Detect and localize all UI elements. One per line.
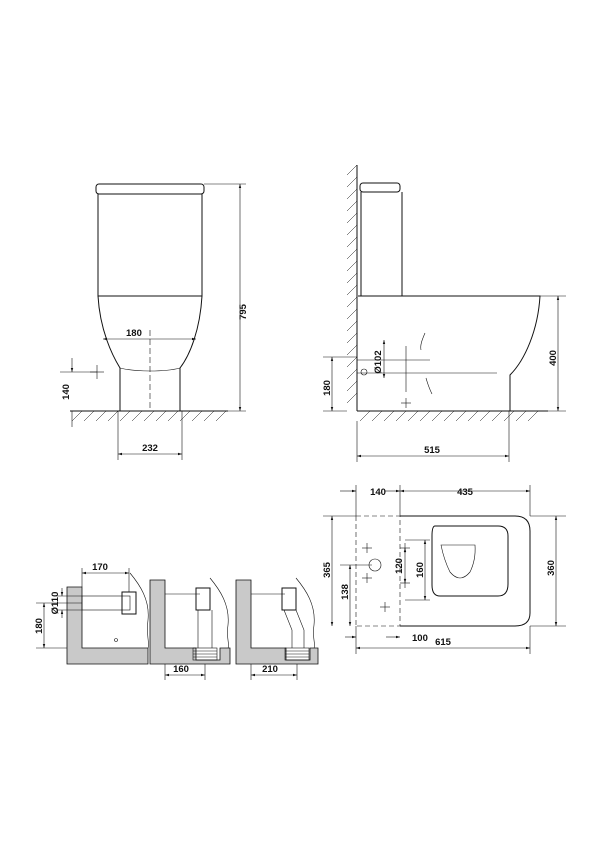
dim-top-160: 160	[415, 562, 426, 578]
dim-install-210: 210	[262, 664, 278, 675]
install-view-horizontal	[36, 568, 149, 665]
dim-side-pipe-diameter: Ø102	[373, 350, 384, 373]
dim-install-pipe-diameter: Ø110	[50, 592, 61, 615]
dim-front-232: 232	[142, 443, 158, 454]
dim-side-180: 180	[322, 380, 333, 396]
dim-front-795: 795	[238, 303, 249, 320]
install-view-s-trap	[149, 577, 231, 680]
dim-top-100: 100	[412, 633, 428, 644]
dim-install-180: 180	[34, 618, 45, 634]
dim-top-435: 435	[457, 487, 474, 498]
dim-top-120: 120	[394, 558, 405, 574]
dim-front-180: 180	[126, 328, 142, 339]
wall-hatch-side	[346, 164, 358, 404]
dim-top-140: 140	[370, 487, 386, 498]
side-view	[323, 164, 566, 462]
dim-install-160: 160	[173, 664, 189, 675]
install-view-angled-trap	[235, 577, 319, 680]
dim-top-365: 365	[322, 561, 333, 578]
dim-front-140: 140	[61, 384, 72, 400]
top-view	[323, 485, 566, 654]
dim-top-360: 360	[546, 560, 557, 576]
floor-hatch-front	[71, 410, 227, 422]
dim-top-615: 615	[435, 637, 452, 648]
dim-top-138: 138	[340, 584, 351, 600]
dim-side-515: 515	[424, 445, 441, 456]
floor-hatch-side	[359, 410, 539, 422]
dim-side-400: 400	[548, 350, 559, 366]
front-view	[60, 183, 246, 460]
dim-install-170: 170	[92, 562, 108, 573]
